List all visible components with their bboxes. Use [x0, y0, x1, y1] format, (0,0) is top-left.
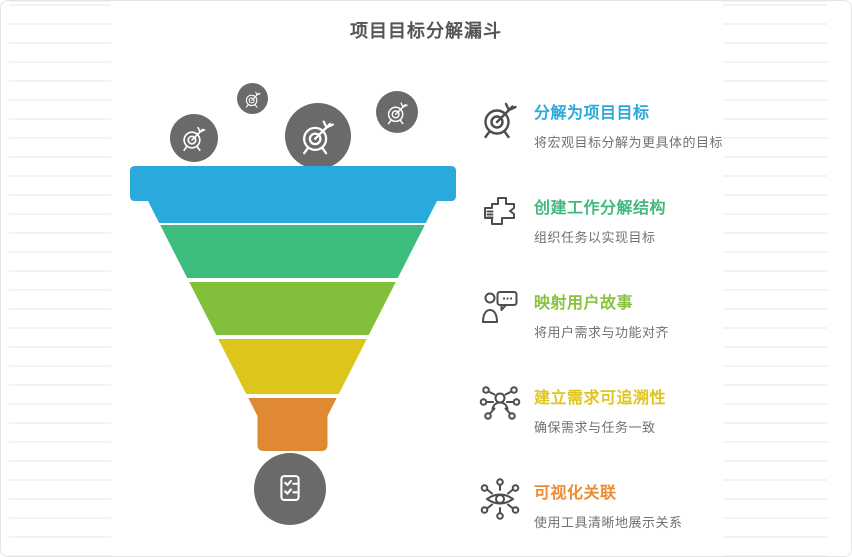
- background-stripes-right: [723, 1, 827, 556]
- step-description: 使用工具清晰地展示关系: [534, 515, 683, 530]
- step-title: 分解为项目目标: [534, 105, 650, 122]
- funnel-layer-4: [218, 339, 367, 394]
- step-title: 可视化关联: [534, 485, 617, 502]
- checklist-icon: [280, 475, 300, 502]
- goal-bubble: [170, 114, 218, 162]
- step-description: 组织任务以实现目标: [534, 230, 656, 245]
- step-item-1: 分解为项目目标 将宏观目标分解为更具体的目标: [478, 91, 843, 186]
- step-description: 将宏观目标分解为更具体的目标: [534, 135, 724, 150]
- step-item-3: 映射用户故事 将用户需求与功能对齐: [478, 281, 843, 376]
- goal-bubble: [376, 91, 418, 133]
- funnel-layer-2: [160, 225, 425, 278]
- step-description: 将用户需求与功能对齐: [534, 325, 670, 340]
- step-item-2: 创建工作分解结构 组织任务以实现目标: [478, 186, 843, 281]
- step-text: 可视化关联 使用工具清晰地展示关系: [534, 471, 683, 556]
- step-text: 创建工作分解结构 组织任务以实现目标: [534, 186, 666, 281]
- visualize-network-icon: [480, 478, 520, 520]
- step-item-4: 建立需求可追溯性 确保需求与任务一致: [478, 376, 843, 471]
- step-text: 分解为项目目标 将宏观目标分解为更具体的目标: [534, 91, 723, 186]
- funnel-graphic: [130, 166, 456, 451]
- steps-list: 分解为项目目标 将宏观目标分解为更具体的目标 创建工作分解结构 组织任务以实现目…: [478, 91, 843, 556]
- step-title: 创建工作分解结构: [534, 200, 667, 217]
- page-title: 项目目标分解漏斗: [350, 21, 502, 41]
- step-description: 确保需求与任务一致: [534, 420, 656, 435]
- traceability-network-icon: [479, 386, 521, 420]
- funnel-layer-5: [248, 398, 337, 451]
- step-item-5: 可视化关联 使用工具清晰地展示关系: [478, 471, 843, 556]
- goal-bubble: [237, 83, 268, 114]
- wbs-blocks-icon: [484, 197, 515, 225]
- user-story-icon: [482, 291, 518, 323]
- background-stripes-left: [9, 1, 111, 556]
- funnel-layer-3: [189, 282, 396, 335]
- funnel-layer-1: [130, 166, 456, 223]
- step-title: 映射用户故事: [534, 295, 634, 312]
- goal-bubble: [285, 103, 351, 169]
- step-title: 建立需求可追溯性: [534, 390, 667, 407]
- step-text: 映射用户故事 将用户需求与功能对齐: [534, 281, 669, 376]
- outlet-bubble: [254, 453, 326, 525]
- step-text: 建立需求可追溯性 确保需求与任务一致: [534, 376, 666, 471]
- dart-target-icon: [484, 102, 517, 139]
